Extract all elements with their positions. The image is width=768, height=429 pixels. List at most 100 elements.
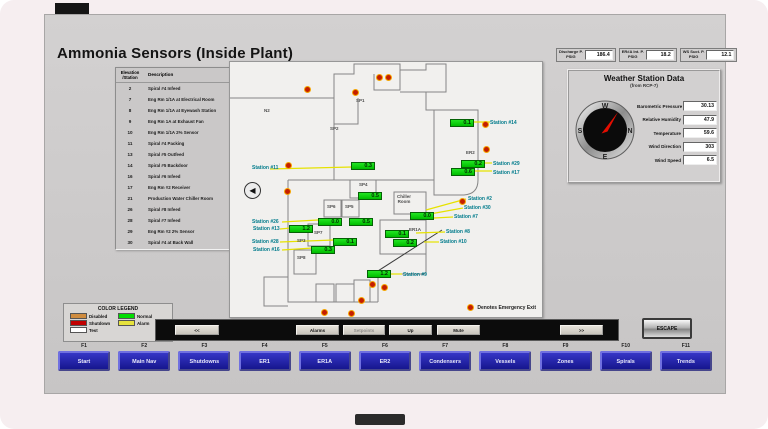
station-description: Spiral #4 Packing	[148, 141, 185, 146]
svg-text:S: S	[578, 128, 583, 135]
legend-entry: Test	[70, 327, 118, 333]
legend-entry: Normal	[118, 313, 166, 319]
function-key-button[interactable]: Spirals	[599, 351, 652, 371]
function-key: F7 Condensers	[418, 343, 472, 371]
nav-button[interactable]: >>	[560, 325, 603, 335]
function-key-button[interactable]: Trends	[659, 351, 712, 371]
station-description: Eng Rm 1A at Exhaust Fan	[148, 119, 204, 124]
function-key-button[interactable]: ER2	[358, 351, 411, 371]
map-legend-text: Denotes Emergency Exit	[477, 304, 536, 311]
station-description: Spiral #5 Backdoor	[148, 163, 188, 168]
plant-map: 0.3 0.1 0.2 0.6 0.5 0.0 0.5 1.2 0.1	[229, 61, 543, 318]
function-key-button[interactable]: Vessels	[479, 351, 532, 371]
station-description: Spiral #4 at Back Wall	[148, 240, 194, 245]
legend-swatch	[70, 320, 87, 326]
table-row: 10 Eng Rm 1/1A 2% Sensor	[116, 127, 240, 138]
weather-value: 30.13	[683, 101, 717, 111]
station-number: 17	[127, 185, 133, 190]
pressure-readouts: Discharge P.PSIG 186.4 ER#A Int. P.PSIG …	[556, 48, 738, 62]
table-row: 9 Eng Rm 1A at Exhaust Fan	[116, 116, 240, 127]
weather-row: Wind Direction 303	[637, 141, 717, 152]
function-key-label: F2	[141, 343, 148, 349]
station-number: 26	[127, 207, 133, 212]
legend-label: Normal	[137, 313, 153, 319]
station-number: 7	[128, 97, 132, 102]
station-description: Eng Rm #2 Receiver	[148, 185, 191, 190]
function-key: F8 Vessels	[478, 343, 532, 371]
table-row: 30 Spiral #4 at Back Wall	[116, 237, 240, 248]
nav-button[interactable]: Alarms	[296, 325, 339, 335]
readout-value: 12.1	[706, 50, 735, 60]
station-number: 14	[127, 163, 133, 168]
function-key: F10 Spirals	[599, 343, 653, 371]
svg-text:E: E	[603, 154, 608, 161]
station-description: Spiral #5 Outfeed	[148, 152, 185, 157]
station-table-header: Elevation /Station Description	[116, 68, 240, 83]
table-row: 13 Spiral #5 Outfeed	[116, 149, 240, 160]
station-number: 9	[128, 119, 132, 124]
legend-swatch	[118, 313, 135, 319]
table-row: 21 Production Water Chiller Room	[116, 193, 240, 204]
station-description: Spiral #7 Infeed	[148, 218, 181, 223]
function-key-button[interactable]: Condensers	[419, 351, 472, 371]
weather-subtitle: (from RCP-7)	[630, 83, 658, 88]
legend-swatch	[118, 320, 135, 326]
legend-swatch	[70, 327, 87, 333]
function-key: F6 ER2	[358, 343, 412, 371]
legend-label: Shutdown	[89, 320, 111, 326]
function-key-label: F7	[442, 343, 449, 349]
function-key: F4 ER1	[238, 343, 292, 371]
hmi-screen: Ammonia Sensors (Inside Plant) Discharge…	[44, 14, 738, 394]
legend-swatch	[70, 313, 87, 319]
function-key-button[interactable]: Zones	[539, 351, 592, 371]
weather-label: Barometric Pressure	[637, 103, 683, 109]
pressure-readout: Discharge P.PSIG 186.4	[556, 48, 616, 62]
weather-panel: Weather Station Data (from RCP-7) W	[567, 69, 721, 183]
table-row: 29 Eng Rm #2 2% Sensor	[116, 226, 240, 237]
weather-value: 59.6	[683, 128, 717, 138]
station-description: Eng Rm 1/1A 2% Sensor	[148, 130, 199, 135]
function-key: F9 Zones	[539, 343, 593, 371]
color-legend: COLOR LEGEND Disabled Normal	[63, 303, 173, 342]
station-number: 30	[127, 240, 133, 245]
station-number: 13	[127, 152, 133, 157]
function-key-button[interactable]: Start	[58, 351, 110, 371]
function-key-label: F3	[201, 343, 208, 349]
weather-value: 303	[683, 141, 717, 152]
station-number: 11	[127, 141, 133, 146]
header-description: Description	[148, 72, 174, 77]
station-description: Eng Rm 1/1A at Electrical Room	[148, 97, 215, 102]
nav-button[interactable]: <<	[175, 325, 219, 335]
nav-button[interactable]: Mute	[437, 325, 480, 335]
table-row: 26 Spiral #8 Infeed	[116, 204, 240, 215]
wind-compass-gauge: W N E S	[574, 99, 636, 166]
color-legend-title: COLOR LEGEND	[97, 306, 139, 312]
escape-button[interactable]: ESCAPE	[642, 318, 692, 339]
function-key: F3 Shutdowns	[177, 343, 231, 371]
nav-button[interactable]: Setpoints	[343, 325, 385, 335]
map-legend: Denotes Emergency Exit	[467, 304, 536, 311]
function-key-label: F8	[502, 343, 509, 349]
taskbar-tab	[355, 414, 405, 425]
station-table: Elevation /Station Description 2 Spiral …	[115, 67, 241, 250]
function-key-button[interactable]: Main Nav	[118, 351, 171, 371]
table-row: 11 Spiral #4 Packing	[116, 138, 240, 149]
nav-button[interactable]: Up	[389, 325, 432, 335]
function-key-button[interactable]: ER1	[238, 351, 291, 371]
function-key-label: F10	[621, 343, 630, 349]
function-key-button[interactable]: ER1A	[298, 351, 351, 371]
legend-label: Disabled	[89, 313, 108, 319]
emergency-exit-icon	[467, 304, 475, 311]
station-number: 8	[128, 108, 132, 113]
legend-label: Test	[89, 327, 98, 333]
readout-label: Discharge P.PSIG	[559, 49, 583, 59]
station-number: 21	[127, 196, 133, 201]
page-title: Ammonia Sensors (Inside Plant)	[57, 45, 294, 62]
table-row: 2 Spiral #4 Infeed	[116, 83, 240, 94]
function-key-button[interactable]: Shutdowns	[178, 351, 231, 371]
svg-text:N: N	[627, 128, 632, 135]
compass-needle	[601, 112, 618, 134]
function-key-label: F1	[81, 343, 87, 349]
function-key: F1 Start	[57, 343, 111, 371]
